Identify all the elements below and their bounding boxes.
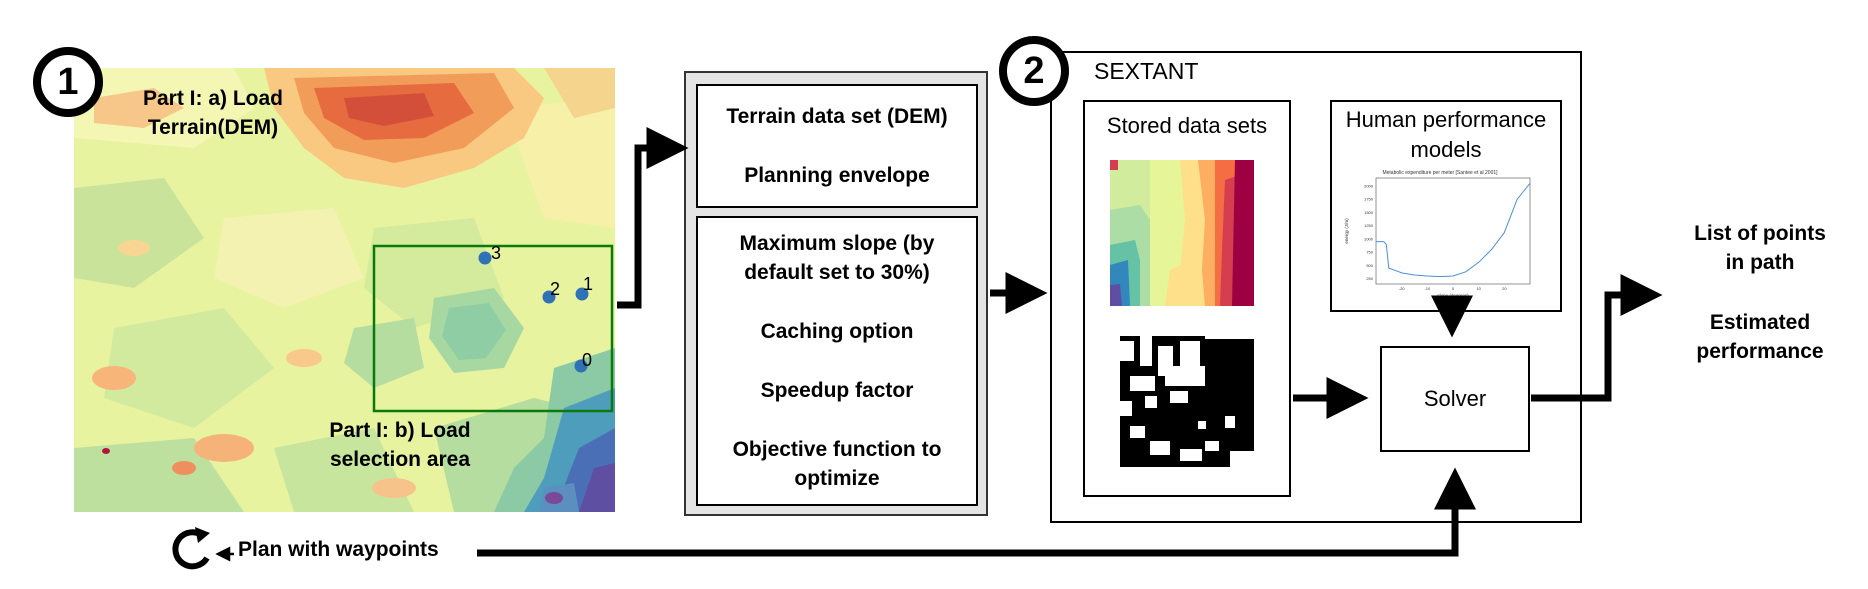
load-selection-label: Part I: b) Load selection area bbox=[329, 419, 471, 471]
arrow-waypoints-to-solver bbox=[477, 467, 1476, 557]
load-terrain-label: Part I: a) Load Terrain(DEM) bbox=[142, 87, 284, 139]
options-box: Maximum slope (by default set to 30%) Ca… bbox=[696, 216, 978, 506]
sextant-box bbox=[1050, 51, 1582, 523]
output-performance-line2: performance bbox=[1696, 340, 1824, 363]
output-points-line2: in path bbox=[1725, 251, 1795, 274]
plot-xtick-label: 10 bbox=[1476, 286, 1481, 291]
plot-title: Metabolic expenditure per meter [Santee … bbox=[1382, 170, 1498, 176]
objective-function-item: Objective function to optimize bbox=[732, 438, 942, 490]
metabolic-curve bbox=[1376, 182, 1531, 278]
waypoint-2-label: 2 bbox=[550, 279, 561, 299]
waypoint-2-marker bbox=[542, 290, 556, 304]
plot-ytick-label: 1000 bbox=[1364, 236, 1374, 241]
plot-xtick-label: -10 bbox=[1424, 286, 1431, 291]
plot-xtick-label: -20 bbox=[1399, 286, 1406, 291]
maximum-slope-item: Maximum slope (by default set to 30%) bbox=[739, 232, 935, 284]
obstacle-mask-thumbnail bbox=[1110, 331, 1254, 475]
terrain-dataset-item: Terrain data set (DEM) bbox=[726, 105, 948, 128]
plot-ytick-label: 1750 bbox=[1364, 197, 1374, 202]
arrow-map-to-config bbox=[617, 127, 689, 309]
loop-icon-arrowhead bbox=[195, 527, 210, 543]
stored-datasets-title: Stored data sets bbox=[1106, 113, 1268, 138]
plot-xtick-label: 20 bbox=[1502, 286, 1507, 291]
planning-envelope-item: Planning envelope bbox=[744, 164, 930, 187]
solver-box: Solver bbox=[1380, 346, 1530, 452]
waypoint-0-label: 0 bbox=[582, 350, 593, 370]
waypoint-1-marker bbox=[575, 287, 589, 301]
waypoint-3-label: 3 bbox=[491, 243, 502, 263]
waypoint-1-label: 1 bbox=[583, 274, 594, 294]
terrain-dem-image bbox=[74, 68, 615, 512]
output-points-line1: List of points bbox=[1694, 222, 1826, 245]
plot-ytick-label: 750 bbox=[1366, 250, 1373, 255]
plot-frame bbox=[1375, 177, 1531, 285]
terrain-map bbox=[74, 68, 615, 512]
speedup-factor-item: Speedup factor bbox=[760, 379, 914, 402]
sextant-title: SEXTANT bbox=[1094, 58, 1199, 84]
step-1-badge: 1 bbox=[33, 47, 103, 117]
human-performance-title: Human performance models bbox=[1345, 107, 1547, 162]
plot-ytick-label: 500 bbox=[1366, 263, 1373, 268]
loop-icon bbox=[172, 529, 210, 570]
plot-ytick-label: 1250 bbox=[1364, 223, 1374, 228]
plot-ytick-label: 2000 bbox=[1364, 183, 1374, 188]
waypoint-0-marker bbox=[574, 359, 588, 373]
arrow-solver-to-output bbox=[1531, 274, 1663, 402]
plot-xtick-label: 0 bbox=[1452, 286, 1455, 291]
selection-area-rectangle bbox=[372, 244, 614, 413]
step-2-badge: 2 bbox=[999, 36, 1069, 106]
waypoint-3-marker bbox=[478, 251, 492, 265]
plot-ytick-label: 1500 bbox=[1364, 210, 1374, 215]
output-performance-line1: Estimated bbox=[1709, 311, 1811, 334]
plot-ylabel: energy (J/m) bbox=[1344, 218, 1349, 244]
plan-with-waypoints-label: Plan with waypoints bbox=[238, 538, 439, 561]
plot-ytick-label: 250 bbox=[1366, 276, 1373, 281]
slope-heatmap-thumbnail bbox=[1110, 160, 1254, 306]
caching-option-item: Caching option bbox=[760, 320, 914, 343]
input-data-box: Terrain data set (DEM) Planning envelope bbox=[696, 84, 978, 208]
